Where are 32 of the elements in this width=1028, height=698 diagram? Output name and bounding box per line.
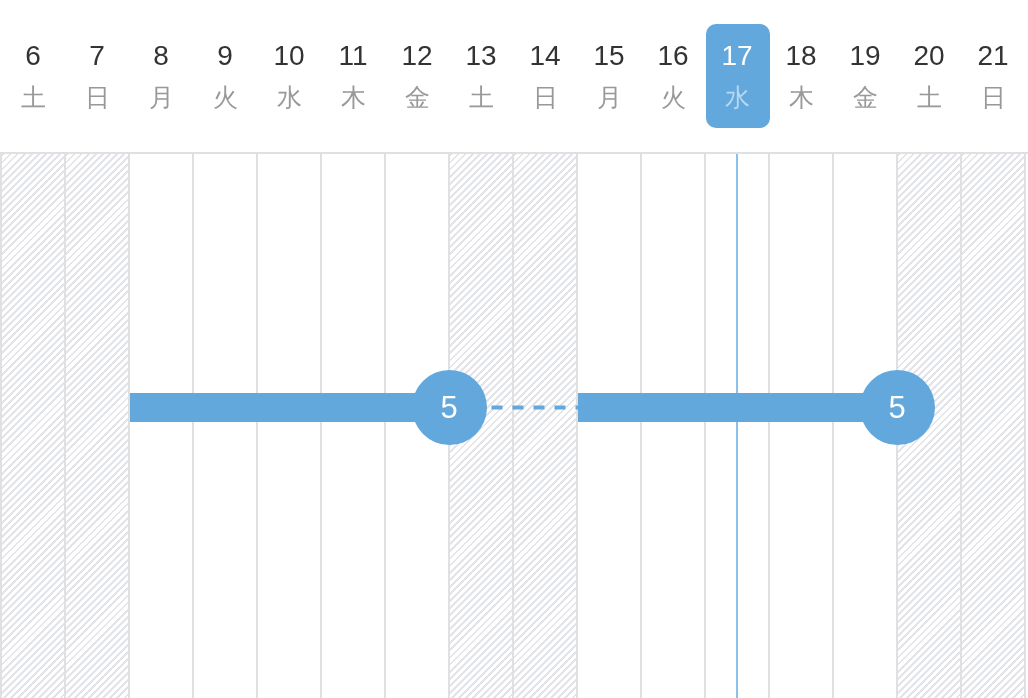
weekday-label: 日 (532, 82, 558, 112)
day-number: 16 (657, 40, 689, 72)
weekday-label: 月 (596, 82, 622, 112)
weekday-label: 水 (724, 82, 750, 112)
day-number: 11 (338, 40, 368, 72)
weekday-label: 火 (660, 82, 686, 112)
weekday-label: 金 (852, 82, 878, 112)
day-number: 20 (913, 40, 945, 72)
day-number: 10 (273, 40, 305, 72)
weekday-label: 木 (788, 82, 814, 112)
weekday-label: 土 (20, 82, 46, 112)
day-number: 21 (977, 40, 1009, 72)
weekday-label: 金 (404, 82, 430, 112)
day-number: 6 (25, 40, 41, 72)
day-number: 8 (153, 40, 169, 72)
day-number: 19 (849, 40, 881, 72)
weekday-label: 土 (468, 82, 494, 112)
day-number: 15 (593, 40, 625, 72)
weekday-label: 月 (148, 82, 174, 112)
day-number: 14 (529, 40, 561, 72)
weekday-label: 日 (980, 82, 1006, 112)
weekday-label: 日 (84, 82, 110, 112)
day-number: 13 (465, 40, 497, 72)
day-number: 18 (785, 40, 817, 72)
day-number: 9 (217, 40, 233, 72)
weekday-label: 木 (340, 82, 366, 112)
day-number: 7 (89, 40, 105, 72)
day-number: 17 (721, 40, 753, 72)
weekday-label: 土 (916, 82, 942, 112)
weekday-label: 水 (276, 82, 302, 112)
day-number: 12 (401, 40, 433, 72)
weekday-label: 火 (212, 82, 238, 112)
